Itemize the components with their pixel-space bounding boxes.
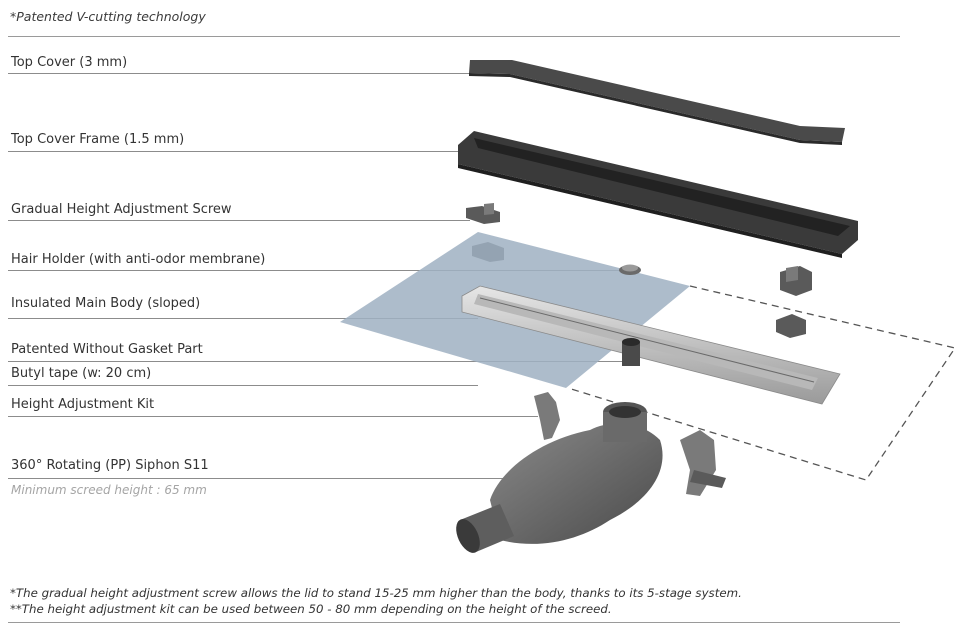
siphon-part — [456, 402, 663, 553]
footnote-kit: **The height adjustment kit can be used … — [10, 602, 612, 616]
leader-siphon — [8, 478, 506, 479]
label-without-gasket-part: Patented Without Gasket Part — [11, 342, 203, 357]
gasket-part — [622, 338, 640, 366]
label-siphon: 360° Rotating (PP) Siphon S11 — [11, 458, 209, 473]
top-cover-part — [469, 60, 845, 145]
leader-top-cover — [8, 73, 470, 74]
leader-height-adjustment-screw — [8, 220, 470, 221]
drain-channel-part — [461, 285, 841, 405]
label-hair-holder: Hair Holder (with anti-odor membrane) — [11, 252, 266, 267]
top-cover-frame-part — [458, 131, 858, 258]
footnote-screw: *The gradual height adjustment screw all… — [10, 586, 742, 600]
hair-holder-part — [619, 264, 641, 275]
leader-main-body — [8, 318, 478, 319]
bottom-divider — [8, 622, 900, 623]
height-adjustment-kit-parts — [534, 392, 726, 496]
leader-without-gasket-part — [8, 361, 628, 362]
label-top-cover-frame: Top Cover Frame (1.5 mm) — [11, 132, 185, 147]
label-height-adjustment-screw: Gradual Height Adjustment Screw — [11, 202, 232, 217]
label-height-adjustment-kit: Height Adjustment Kit — [11, 397, 155, 412]
label-top-cover: Top Cover (3 mm) — [11, 55, 128, 70]
screed-outline — [567, 285, 957, 481]
patent-note: *Patented V-cutting technology — [10, 9, 206, 24]
min-screed-height-note: Minimum screed height : 65 mm — [11, 483, 207, 497]
leader-height-adjustment-kit — [8, 416, 538, 417]
label-butyl-tape: Butyl tape (w: 20 cm) — [11, 366, 152, 381]
label-main-body: Insulated Main Body (sloped) — [11, 296, 201, 311]
leader-top-cover-frame — [8, 151, 460, 152]
leader-butyl-tape — [8, 385, 478, 386]
top-divider — [8, 36, 900, 37]
leader-hair-holder — [8, 270, 626, 271]
